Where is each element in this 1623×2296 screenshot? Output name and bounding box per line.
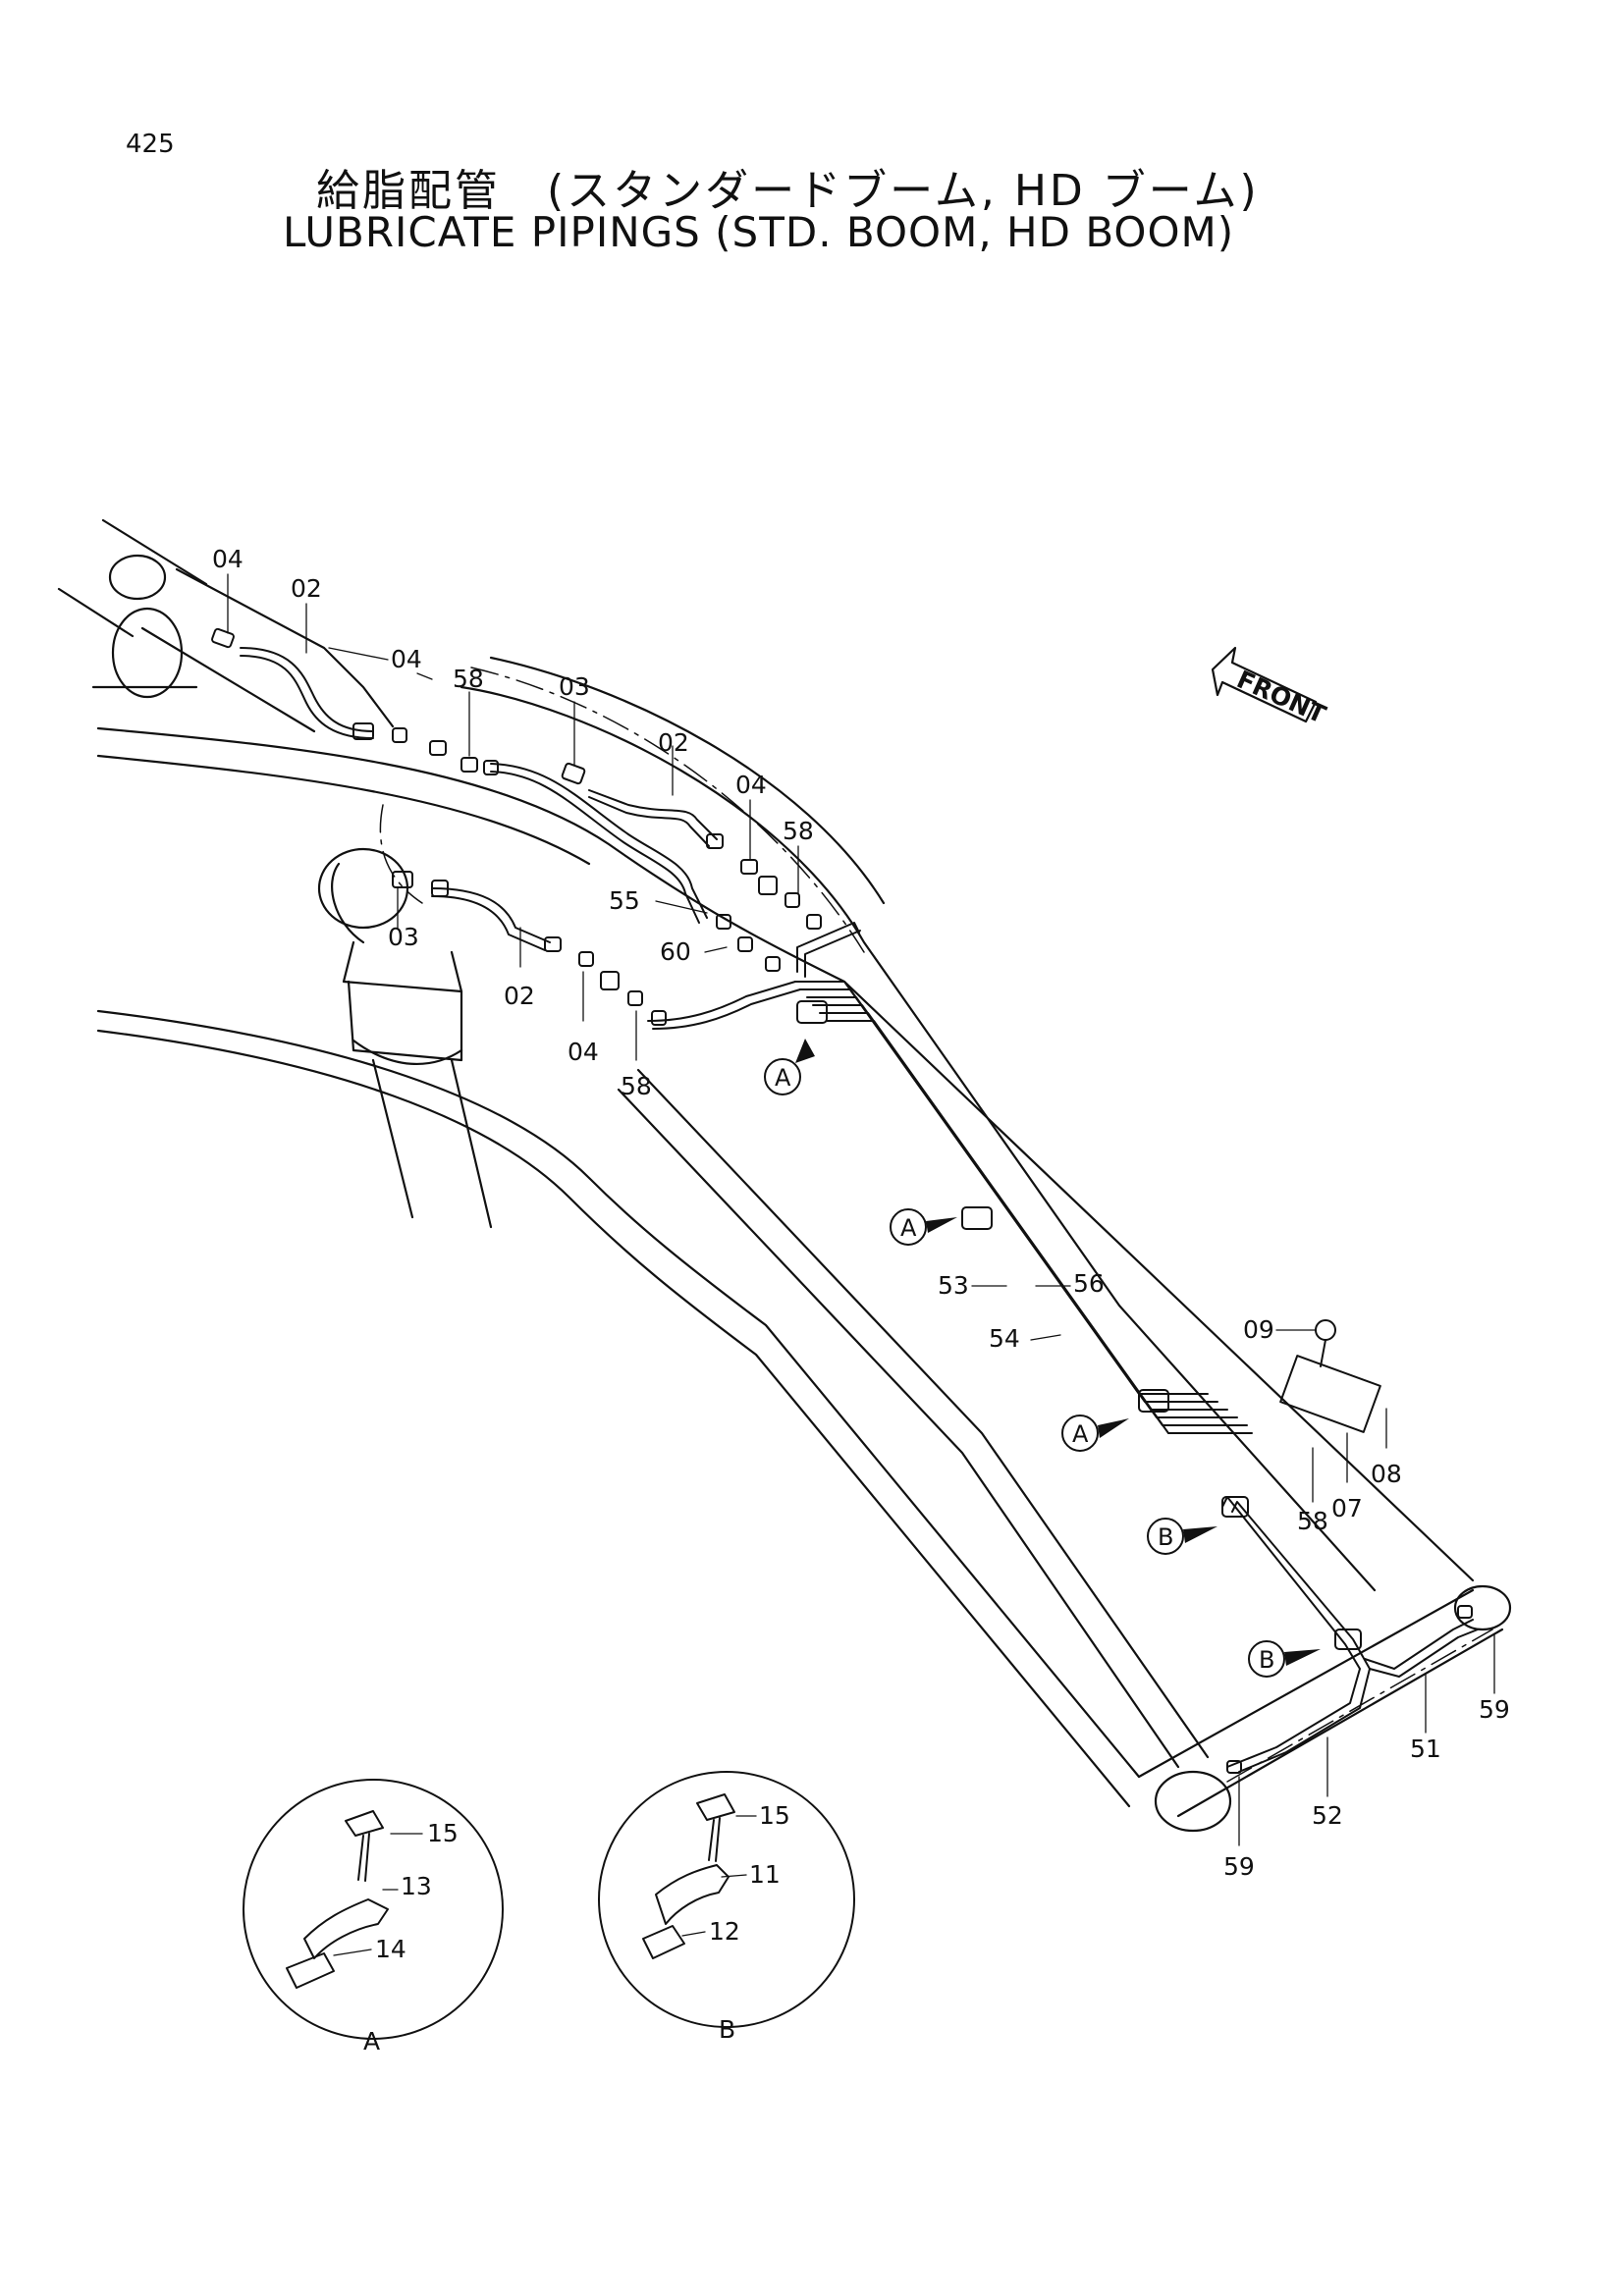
front-arrow: FRONT — [1211, 646, 1330, 729]
part-label-58: 58 — [621, 1072, 652, 1100]
boom-outline — [57, 518, 1512, 1833]
detail-b: 15 11 12 B — [598, 1771, 855, 2044]
part-label-12: 12 — [709, 1917, 740, 1946]
section-callouts: A A A B B — [764, 1039, 1321, 1678]
part-label-56: 56 — [1073, 1269, 1105, 1298]
front-arrow-label: FRONT — [1232, 665, 1329, 728]
part-label-54: 54 — [989, 1324, 1020, 1353]
callout-a: A — [764, 1039, 815, 1095]
title-english: LUBRICATE PIPINGS (STD. BOOM, HD BOOM) — [283, 208, 1235, 256]
detail-a: 15 13 14 A — [243, 1779, 504, 2056]
callout-b-label: B — [1158, 1523, 1173, 1551]
callout-a-label: A — [1072, 1420, 1089, 1448]
part-label-59: 59 — [1479, 1695, 1510, 1724]
part-label-15: 15 — [427, 1819, 459, 1847]
part-label-04: 04 — [391, 645, 422, 673]
part-label-04: 04 — [212, 545, 243, 573]
callout-b-label: B — [1259, 1646, 1274, 1674]
part-label-15: 15 — [759, 1801, 790, 1830]
detail-a-label: A — [363, 2027, 380, 2056]
callout-a: A — [1061, 1415, 1129, 1452]
page-number: 425 — [126, 130, 175, 159]
part-label-52: 52 — [1312, 1801, 1343, 1830]
callout-b: B — [1147, 1518, 1217, 1555]
callout-a-label: A — [775, 1064, 791, 1092]
part-label-51: 51 — [1410, 1735, 1441, 1763]
fittings — [211, 627, 1473, 1774]
part-label-08: 08 — [1371, 1460, 1402, 1488]
part-label-11: 11 — [749, 1860, 781, 1889]
part-labels: 04 02 04 58 03 02 04 58 55 60 03 02 04 5… — [212, 545, 1510, 1881]
part-label-53: 53 — [938, 1271, 969, 1300]
part-label-02: 02 — [504, 982, 535, 1010]
part-label-04: 04 — [568, 1038, 599, 1066]
part-label-58: 58 — [783, 817, 814, 845]
part-label-04: 04 — [735, 771, 767, 799]
leader-lines — [227, 573, 1495, 1846]
part-label-07: 07 — [1331, 1494, 1363, 1522]
part-label-02: 02 — [291, 574, 322, 603]
part-label-55: 55 — [609, 886, 640, 915]
callout-a: A — [890, 1208, 957, 1246]
part-label-14: 14 — [375, 1935, 406, 1963]
part-label-58: 58 — [453, 665, 484, 693]
callout-b: B — [1248, 1640, 1321, 1678]
part-label-03: 03 — [388, 923, 419, 951]
part-label-03: 03 — [559, 672, 590, 701]
grease-pipes — [240, 647, 1479, 1773]
part-label-59: 59 — [1223, 1852, 1255, 1881]
part-label-60: 60 — [660, 937, 691, 966]
part-label-13: 13 — [401, 1872, 432, 1900]
callout-a-label: A — [900, 1214, 917, 1242]
part-label-09: 09 — [1243, 1315, 1274, 1344]
title-japanese: 給脂配管 (スタンダードブーム, HD ブーム) — [316, 166, 1260, 216]
part-label-58: 58 — [1297, 1507, 1328, 1535]
detail-b-label: B — [719, 2015, 735, 2044]
part-label-02: 02 — [658, 728, 689, 757]
